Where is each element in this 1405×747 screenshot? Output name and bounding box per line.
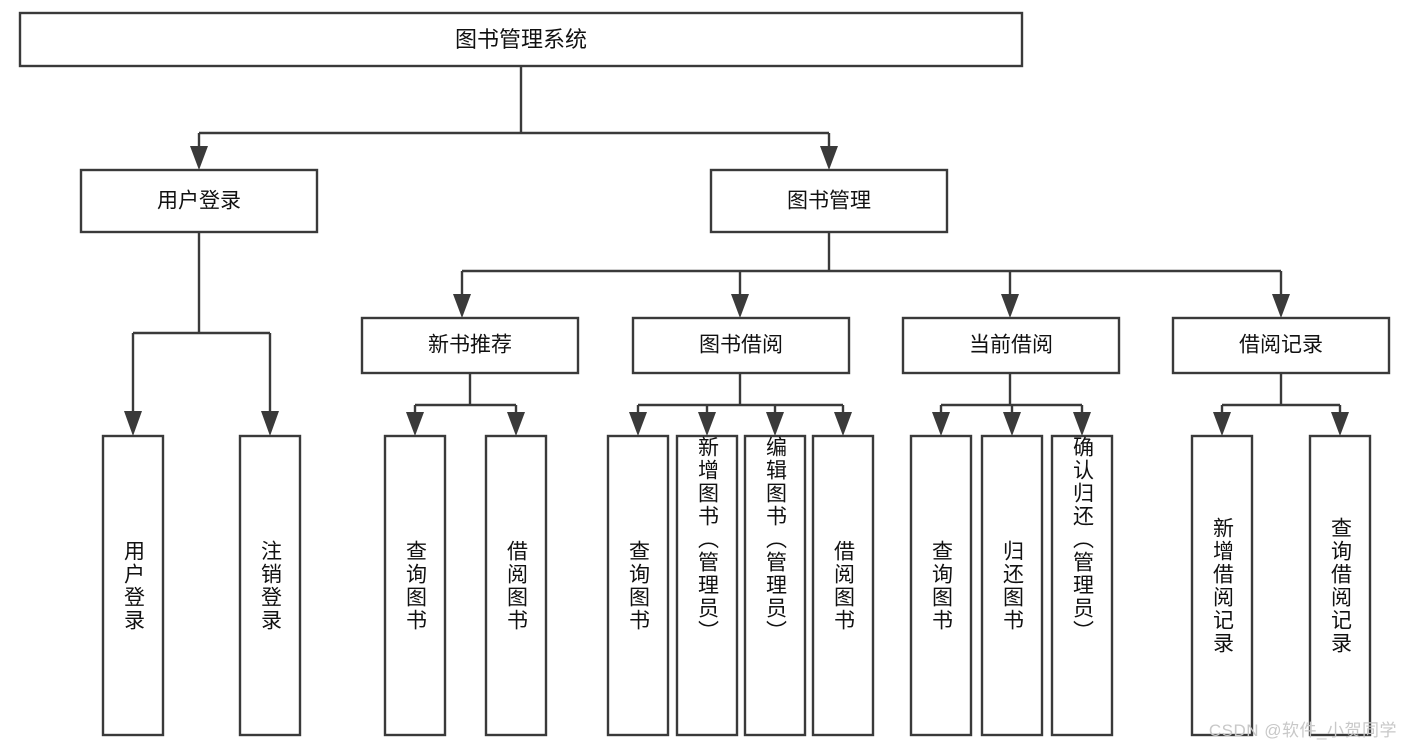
node-user-login-box[interactable] [79,168,319,234]
connector-current-borrow-to-leaves [932,373,1091,436]
node-root-box[interactable] [18,11,1024,68]
node-borrow-record[interactable]: 借阅记录 [1171,316,1391,375]
node-root[interactable]: 图书管理系统 [18,11,1024,68]
connector-book-manage-to-level3 [453,232,1290,318]
arrow-head-user-login [190,146,208,170]
connector-borrow-record-to-leaves [1213,373,1349,436]
node-borrow-record-label: 借阅记录 [1239,334,1323,357]
node-root-label: 图书管理系统 [455,27,587,52]
csdn-watermark: CSDN @软件_小贺同学 [1208,721,1397,740]
node-book-manage-box[interactable] [709,168,949,234]
connector-book-borrow-to-leaves [629,373,852,436]
node-user-login[interactable]: 用户登录 [79,168,319,234]
node-leaf-query-record-box[interactable] [1308,434,1372,737]
arrow-head-book-manage [820,146,838,170]
arrow-head-leaf-query-book-current [932,412,950,436]
node-book-manage-label: 图书管理 [787,190,871,213]
node-leaf-query-book-borrow-box[interactable] [606,434,670,737]
node-book-borrow-box[interactable] [631,316,851,375]
node-leaf-add-record-box[interactable] [1190,434,1254,737]
node-leaf-borrow-book-box[interactable] [811,434,875,737]
arrow-head-leaf-query-record [1331,412,1349,436]
node-leaf-return-book-box[interactable] [980,434,1044,737]
leaf-boxes [101,434,1372,737]
arrow-head-leaf-return-book [1003,412,1021,436]
arrow-head-leaf-query-book-borrow [629,412,647,436]
node-leaf-borrow-book-rec-box[interactable] [484,434,548,737]
node-user-login-label: 用户登录 [157,190,241,213]
node-new-book-rec-label: 新书推荐 [428,334,512,357]
node-book-manage[interactable]: 图书管理 [709,168,949,234]
arrow-head-leaf-borrow-book-rec [507,412,525,436]
node-leaf-query-book-rec-box[interactable] [383,434,447,737]
node-new-book-rec[interactable]: 新书推荐 [360,316,580,375]
arrow-head-book-borrow [731,294,749,318]
arrow-head-leaf-query-book-rec [406,412,424,436]
node-leaf-logout-box[interactable] [238,434,302,737]
node-leaf-edit-book-box[interactable] [743,434,807,737]
node-book-borrow-label: 图书借阅 [699,334,783,357]
node-current-borrow-box[interactable] [901,316,1121,375]
node-current-borrow[interactable]: 当前借阅 [901,316,1121,375]
node-leaf-query-book-current-box[interactable] [909,434,973,737]
arrow-head-new-book-rec [453,294,471,318]
node-current-borrow-label: 当前借阅 [969,334,1053,357]
node-borrow-record-box[interactable] [1171,316,1391,375]
arrow-head-leaf-confirm-return [1073,412,1091,436]
arrow-head-leaf-user-login [124,411,142,436]
node-leaf-user-login-box[interactable] [101,434,165,737]
connector-root-to-level2 [190,66,838,170]
arrow-head-borrow-record [1272,294,1290,318]
node-new-book-rec-box[interactable] [360,316,580,375]
connector-new-book-rec-to-leaves [406,373,525,436]
connector-user-login-to-leaves [124,232,279,436]
arrow-head-leaf-edit-book [766,412,784,436]
arrow-head-leaf-borrow-book [834,412,852,436]
arrow-head-leaf-add-record [1213,412,1231,436]
node-book-borrow[interactable]: 图书借阅 [631,316,851,375]
arrow-head-leaf-add-book [698,412,716,436]
arrow-head-current-borrow [1001,294,1019,318]
node-leaf-add-book-box[interactable] [675,434,739,737]
arrow-head-leaf-logout [261,411,279,436]
node-leaf-confirm-return-box[interactable] [1050,434,1114,737]
